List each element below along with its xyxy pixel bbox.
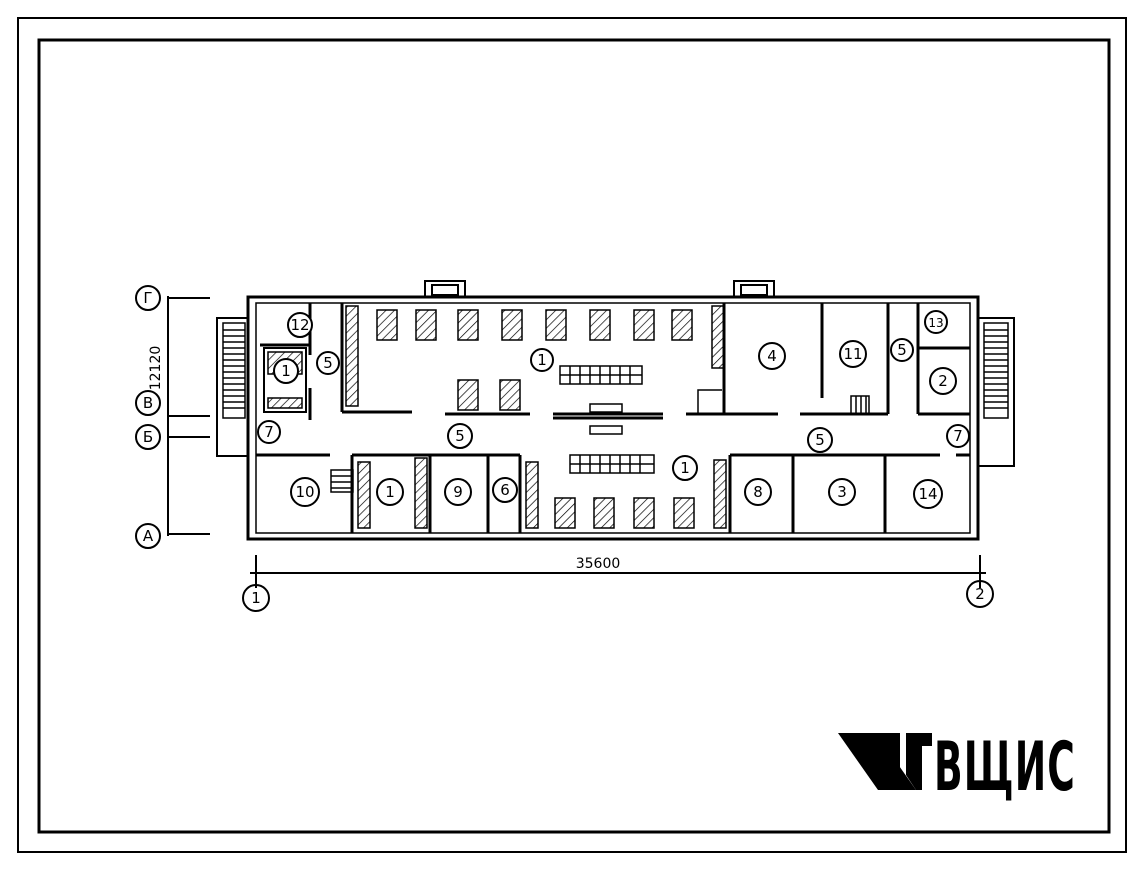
axis-row-a-label: А [143,527,154,545]
room-label-circles [257,310,970,509]
equipment-lower [267,351,727,529]
interior-walls [256,303,970,533]
room-12-label: 12 [290,316,309,334]
table-rows [553,365,663,474]
axis-col-2-label: 2 [975,585,985,603]
room-2-label: 2 [938,372,948,390]
stair-left [216,317,249,457]
outer-frame [17,17,1127,853]
room-9-label: 9 [453,483,463,501]
axis-row-g-label: Г [143,289,152,307]
room-5-right-label: 5 [897,341,907,359]
inner-frame [37,38,1111,834]
room-10-label: 10 [295,483,314,501]
room-14-label: 14 [918,485,937,503]
axis-row-v-label: В [143,394,153,412]
inner-stairs [330,389,870,493]
room-11-label: 11 [843,345,862,363]
room-5-left-label: 5 [323,354,333,372]
room-1-lower-label: 1 [680,459,690,477]
ntvtsis-emblem-icon [838,733,932,790]
entrance-canopies [424,280,775,298]
dimension-length: 35600 [576,556,621,572]
room-1-main-label: 1 [537,351,547,369]
room-1-sanitary-label: 1 [281,362,291,380]
room-1-small-label: 1 [385,483,395,501]
equipment-upper [345,305,725,411]
room-7-left-label: 7 [264,423,274,441]
axis-row-b-label: Б [143,428,153,446]
room-4-label: 4 [767,347,777,365]
room-6-label: 6 [500,481,510,499]
logo-text: ВЩИС [934,728,1076,807]
corridor-5-right-label: 5 [815,431,825,449]
room-13-label: 13 [928,316,943,330]
room-8-label: 8 [753,483,763,501]
corridor-5-left-label: 5 [455,427,465,445]
stair-right [977,317,1015,467]
dimension-width: 12120 [148,346,164,391]
axis-col-1-label: 1 [251,589,261,607]
grid-axis-markers [135,285,994,612]
room-labels: 12 1 5 1 4 11 5 13 2 7 5 5 7 10 1 9 6 1 … [264,316,963,503]
room-7-right-label: 7 [953,427,963,445]
room-3-label: 3 [837,483,847,501]
